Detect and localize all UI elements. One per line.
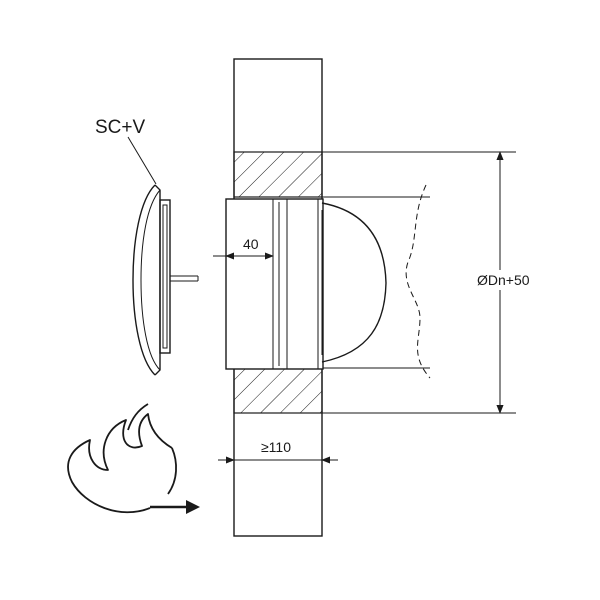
cover-flange	[154, 184, 161, 376]
duct	[322, 184, 431, 379]
wall-thickness-label: ≥110	[261, 439, 291, 455]
wall-section-upper-hatch	[233, 151, 323, 198]
damper-sleeve	[225, 198, 324, 370]
cover-back-plate	[162, 204, 168, 349]
wall	[233, 58, 323, 537]
dimension-inset-depth: 40	[213, 236, 274, 260]
opening-diameter-label: ØDn+50	[477, 272, 530, 288]
product-code-leader	[127, 136, 157, 185]
cover-body	[159, 199, 171, 354]
dimension-wall-thickness: ≥110	[218, 439, 338, 464]
arrow-right-icon	[150, 500, 200, 514]
cover-inner-profile	[140, 189, 161, 371]
damper-blade-dome	[321, 202, 387, 363]
dimension-opening-diameter: ØDn+50	[322, 151, 542, 414]
duct-break-line	[405, 184, 431, 379]
inset-depth-label: 40	[243, 236, 259, 252]
wall-section-lower-hatch	[233, 367, 323, 414]
cover-outer-profile	[132, 184, 156, 376]
product-code-label: SC+V	[95, 117, 145, 138]
damper-body	[225, 198, 387, 370]
cover-grille	[132, 184, 199, 376]
flame-icon	[67, 403, 177, 514]
